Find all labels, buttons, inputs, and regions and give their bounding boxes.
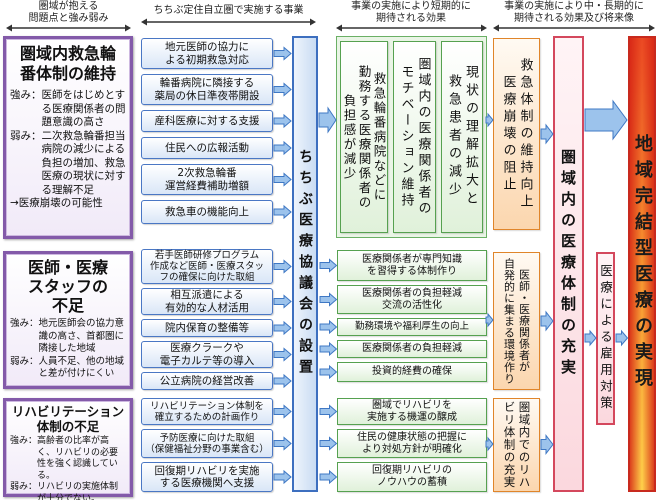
flow-arrow	[319, 469, 338, 485]
project-box: 予防医療に向けた取組 （保健福祉分野の事業含む）	[141, 429, 273, 458]
effect-box: 圏域でリハビリを 実施する機運の醸成	[337, 398, 487, 425]
header-range-arrow	[6, 24, 131, 32]
project-box: 住民への広報活動	[141, 137, 273, 159]
effect-box: 現状の理解拡大と 救急患者の減少	[441, 41, 483, 233]
project-box: 2次救急輪番 運営経費補助増額	[141, 164, 273, 195]
header-label-problems: 圏域が抱える 問題点と強み弱み	[28, 1, 109, 24]
flow-arrow	[319, 292, 338, 307]
flow-arrow	[540, 434, 554, 455]
effect-box: 圏域内の医療関係者の モチベーション維持	[393, 41, 436, 233]
header-label-projects: ちちぶ定住自立圏で実施する事業	[153, 5, 304, 16]
flow-arrow	[273, 294, 292, 309]
header-range-arrow	[141, 18, 316, 26]
flow-arrow	[318, 106, 337, 134]
header-range-arrow	[336, 24, 487, 32]
flow-arrow	[273, 82, 292, 97]
flow-arrow	[273, 140, 292, 156]
mid-long-effect-box: 医師・医療関係者が 自発的に集まる環境作り	[493, 252, 540, 390]
outcome-employment-box: 医療による雇用対策	[596, 252, 615, 425]
effect-box: 回復期リハビリの ノウハウの蓄積	[337, 462, 487, 492]
header-label-short-term-effects: 事業の実施により短期的に 期待される効果	[351, 1, 471, 24]
project-box: リハビリテーション体制を 確立するための計画作り	[141, 398, 273, 425]
flow-arrow	[540, 123, 554, 145]
problem-title: 医師・医療 スタッフの 不足	[27, 258, 108, 315]
council-box: ちちぶ医療協議会の設置	[292, 36, 318, 492]
flow-arrow	[273, 204, 292, 220]
effect-box: 医療関係者が専門知識 を習得する体制作り	[337, 250, 487, 281]
flow-arrow	[485, 112, 494, 128]
flow-arrow	[319, 258, 338, 273]
flow-arrow	[273, 404, 292, 419]
project-box: 若手医師研修プログラム 作成など医師・医療スタッ フの確保に向けた取組	[141, 249, 273, 284]
mid-long-effect-box: 圏域内でのリハ ビリ体制の充実	[493, 398, 540, 492]
project-box: 地元医師の協力に よる初期救急対応	[141, 38, 273, 69]
flow-arrow	[273, 347, 292, 362]
project-box: 回復期リハビリを実施 する医療機関へ支援	[141, 462, 273, 492]
effect-box: 医療関係者の負担軽減	[337, 340, 487, 358]
problem-box-emergency: 圏域内救急輪 番体制の維持 強み：医師をはじめとする医療関係者の問題意識の高さ …	[3, 36, 133, 239]
project-box: 院内保育の整備等	[141, 319, 273, 337]
effect-box: 投資的経費の確保	[337, 362, 487, 382]
flow-arrow	[273, 373, 292, 389]
project-box: 相互派遣による 有効的な人材活用	[141, 288, 273, 315]
flow-arrow	[540, 310, 554, 332]
problem-weakness: 弱み：二次救急輪番担当病院の減少による負担の増加、救急医療の現状に対する理解不足	[10, 129, 126, 196]
problem-title: リハビリテーション 体制の不足	[11, 404, 125, 434]
effect-box: 住民の健康状態の把握に より対処方針が明確化	[337, 429, 487, 458]
project-box: 医療クラークや 電子カルテ等の導入	[141, 341, 273, 368]
problem-note: →医療崩壊の可能性	[10, 197, 103, 209]
effect-box: 医療関係者の負担軽減 交流の活性化	[337, 285, 487, 314]
problem-box-rehabilitation: リハビリテーション 体制の不足 強み：高齢者の比率が高く、リハビリの必要性を強く…	[3, 398, 133, 500]
outcome-final-box: 地域完結型医療の実現	[628, 36, 656, 492]
flow-arrow	[319, 341, 338, 357]
outcome-regional-care-box: 圏域内の医療体制の充実	[553, 36, 584, 492]
project-box: 輪番病院に隣接する 薬局の休日準夜帯開設	[141, 74, 273, 105]
project-box: 産科医療に対する支援	[141, 110, 273, 132]
flow-arrow	[319, 404, 338, 419]
flow-arrow	[273, 172, 292, 187]
mid-long-effect-box: 救急体制の維持向上 医療崩壊の阻止	[493, 38, 540, 230]
flow-arrow	[615, 329, 629, 347]
header-label-mid-long-term-effects: 事業の実施により中・長期的に 期待される効果及び将来像	[504, 1, 644, 24]
flow-arrow	[584, 99, 628, 141]
problem-title: 圏域内救急輪 番体制の維持	[19, 44, 116, 83]
problem-strength: 強み：地元医師会の協力意識の高さ、首都圏に隣接した地域	[10, 318, 125, 354]
flow-arrow	[273, 259, 292, 274]
flow-arrow	[485, 436, 494, 452]
flow-arrow	[273, 320, 292, 336]
flow-arrow	[584, 329, 597, 347]
header-range-arrow	[493, 24, 655, 32]
project-box: 公立病院の経営改善	[141, 372, 273, 390]
problem-strength: 強み：高齢者の比率が高く、リハビリの必要性を強く認識している。	[10, 436, 119, 481]
flow-arrow	[319, 364, 338, 380]
effect-box: 勤務環境や福利厚生の向上	[337, 318, 487, 336]
effect-box: 救急輪番病院などに 勤務する医療関係者の 負担感が減少	[340, 41, 388, 233]
problem-strength: 強み：医師をはじめとする医療関係者の問題意識の高さ	[10, 89, 126, 128]
flow-arrow	[485, 312, 494, 328]
project-box: 救急車の機能向上	[141, 200, 273, 224]
problem-weakness: 弱み：人員不足、他の地域と差が付けにくい	[10, 355, 125, 380]
flow-arrow	[273, 469, 292, 485]
flow-arrow	[273, 436, 292, 451]
flow-arrow	[319, 319, 338, 335]
problem-box-staff-shortage: 医師・医療 スタッフの 不足 強み：地元医師会の協力意識の高さ、首都圏に隣接した…	[3, 251, 133, 389]
flow-arrow	[273, 113, 292, 129]
problem-weakness: 弱み：リハビリの実施体制が十分でない。	[10, 482, 119, 500]
flow-arrow	[319, 436, 338, 451]
flow-arrow	[273, 46, 292, 61]
